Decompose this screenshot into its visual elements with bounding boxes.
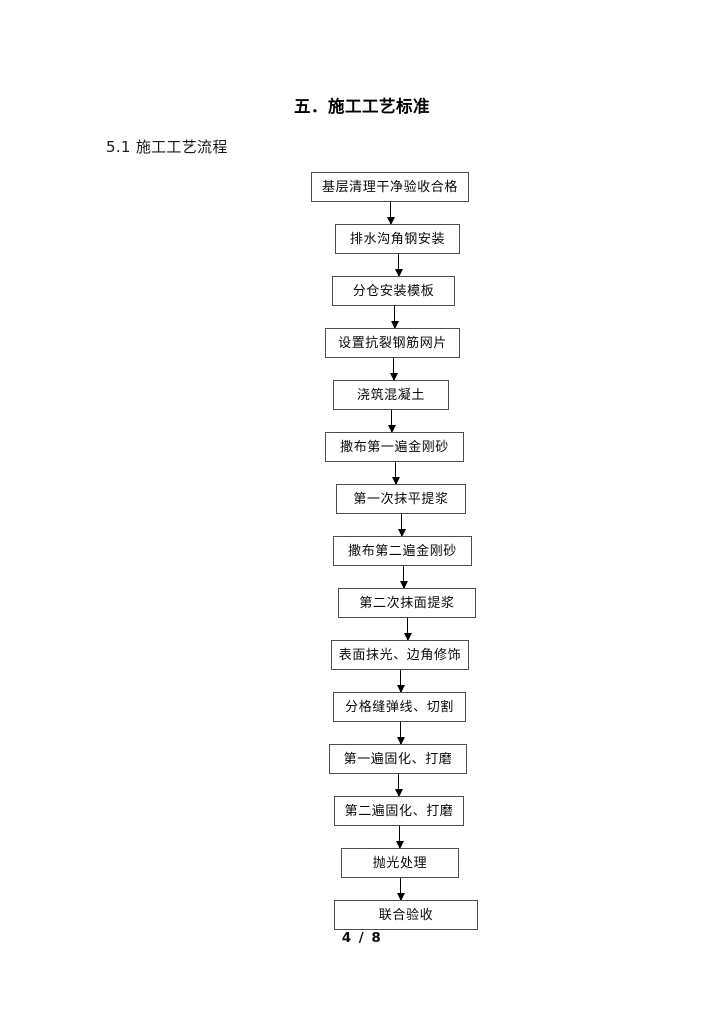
flowchart-step: 撒布第一遍金刚砂 xyxy=(0,432,724,485)
flowchart-step: 基层清理干净验收合格 xyxy=(0,172,724,225)
arrow-down-icon xyxy=(386,202,395,225)
flowchart-node-n5: 浇筑混凝土 xyxy=(333,380,449,410)
arrow-down-icon xyxy=(394,254,403,277)
flowchart-step: 分仓安装模板 xyxy=(0,276,724,329)
flowchart-node-n12: 第一遍固化、打磨 xyxy=(329,744,467,774)
flowchart-node-n6: 撒布第一遍金刚砂 xyxy=(325,432,464,462)
arrow-down-icon xyxy=(399,566,408,589)
flowchart-step: 第二次抹面提浆 xyxy=(0,588,724,641)
flowchart-node-n8: 撒布第二遍金刚砂 xyxy=(333,536,472,566)
flowchart-step: 联合验收 xyxy=(0,900,724,952)
arrow-down-icon xyxy=(403,618,412,641)
flowchart-node-n3: 分仓安装模板 xyxy=(332,276,455,306)
arrow-down-icon xyxy=(391,462,400,485)
flowchart-step: 第二遍固化、打磨 xyxy=(0,796,724,849)
flowchart-step: 设置抗裂钢筋网片 xyxy=(0,328,724,381)
flowchart-step: 第一遍固化、打磨 xyxy=(0,744,724,797)
flowchart-node-n7: 第一次抹平提浆 xyxy=(336,484,466,514)
arrow-down-icon xyxy=(396,722,405,745)
flowchart-node-n10: 表面抹光、边角修饰 xyxy=(331,640,469,670)
flowchart-node-n2: 排水沟角钢安装 xyxy=(335,224,460,254)
page-title: 五．施工工艺标准 xyxy=(294,97,430,116)
arrow-down-icon xyxy=(394,774,403,797)
arrow-down-icon xyxy=(396,878,405,901)
arrow-down-icon xyxy=(390,306,399,329)
arrow-down-icon xyxy=(396,670,405,693)
flowchart-node-n9: 第二次抹面提浆 xyxy=(338,588,476,618)
process-flowchart: 基层清理干净验收合格排水沟角钢安装分仓安装模板设置抗裂钢筋网片浇筑混凝土撒布第一… xyxy=(0,172,724,952)
flowchart-node-n11: 分格缝弹线、切割 xyxy=(333,692,466,722)
page-number-footer: 4 / 8 xyxy=(341,930,383,946)
flowchart-node-n15: 联合验收 xyxy=(334,900,478,930)
flowchart-step: 第一次抹平提浆 xyxy=(0,484,724,537)
arrow-down-icon xyxy=(395,826,404,849)
flowchart-step: 抛光处理 xyxy=(0,848,724,901)
flowchart-node-n13: 第二遍固化、打磨 xyxy=(334,796,464,826)
section-heading-5-1: 5.1 施工工艺流程 xyxy=(106,138,228,156)
arrow-down-icon xyxy=(387,410,396,433)
flowchart-node-n14: 抛光处理 xyxy=(341,848,459,878)
flowchart-node-n4: 设置抗裂钢筋网片 xyxy=(325,328,460,358)
arrow-down-icon xyxy=(397,514,406,537)
arrow-down-icon xyxy=(389,358,398,381)
flowchart-step: 排水沟角钢安装 xyxy=(0,224,724,277)
flowchart-node-n1: 基层清理干净验收合格 xyxy=(311,172,469,202)
flowchart-step: 撒布第二遍金刚砂 xyxy=(0,536,724,589)
flowchart-step: 浇筑混凝土 xyxy=(0,380,724,433)
flowchart-step: 分格缝弹线、切割 xyxy=(0,692,724,745)
flowchart-step: 表面抹光、边角修饰 xyxy=(0,640,724,693)
